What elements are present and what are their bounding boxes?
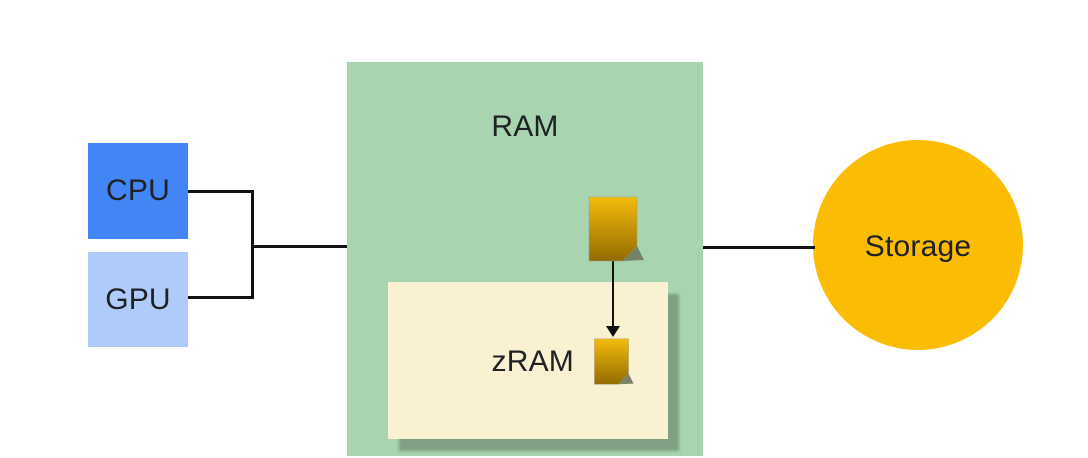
storage-circle	[813, 140, 1023, 350]
edge-cpu-to-bracket	[188, 190, 253, 193]
edge-page-to-zram-line	[612, 261, 614, 326]
zram-label: zRAM	[491, 345, 574, 378]
gpu-box: GPU	[88, 252, 188, 347]
memory-page-icon	[593, 338, 634, 385]
edge-gpu-to-bracket	[188, 296, 253, 299]
edge-bracket-to-ram	[251, 245, 347, 248]
cpu-box: CPU	[88, 143, 188, 239]
edge-ram-to-storage	[703, 246, 815, 249]
ram-label: RAM	[491, 110, 559, 143]
storage-label: Storage	[864, 230, 972, 263]
gpu-label: GPU	[105, 282, 171, 316]
edge-bracket-vertical	[251, 190, 254, 299]
memory-page-icon	[588, 196, 644, 262]
arrow-down-icon	[606, 326, 620, 337]
cpu-label: CPU	[106, 174, 170, 207]
